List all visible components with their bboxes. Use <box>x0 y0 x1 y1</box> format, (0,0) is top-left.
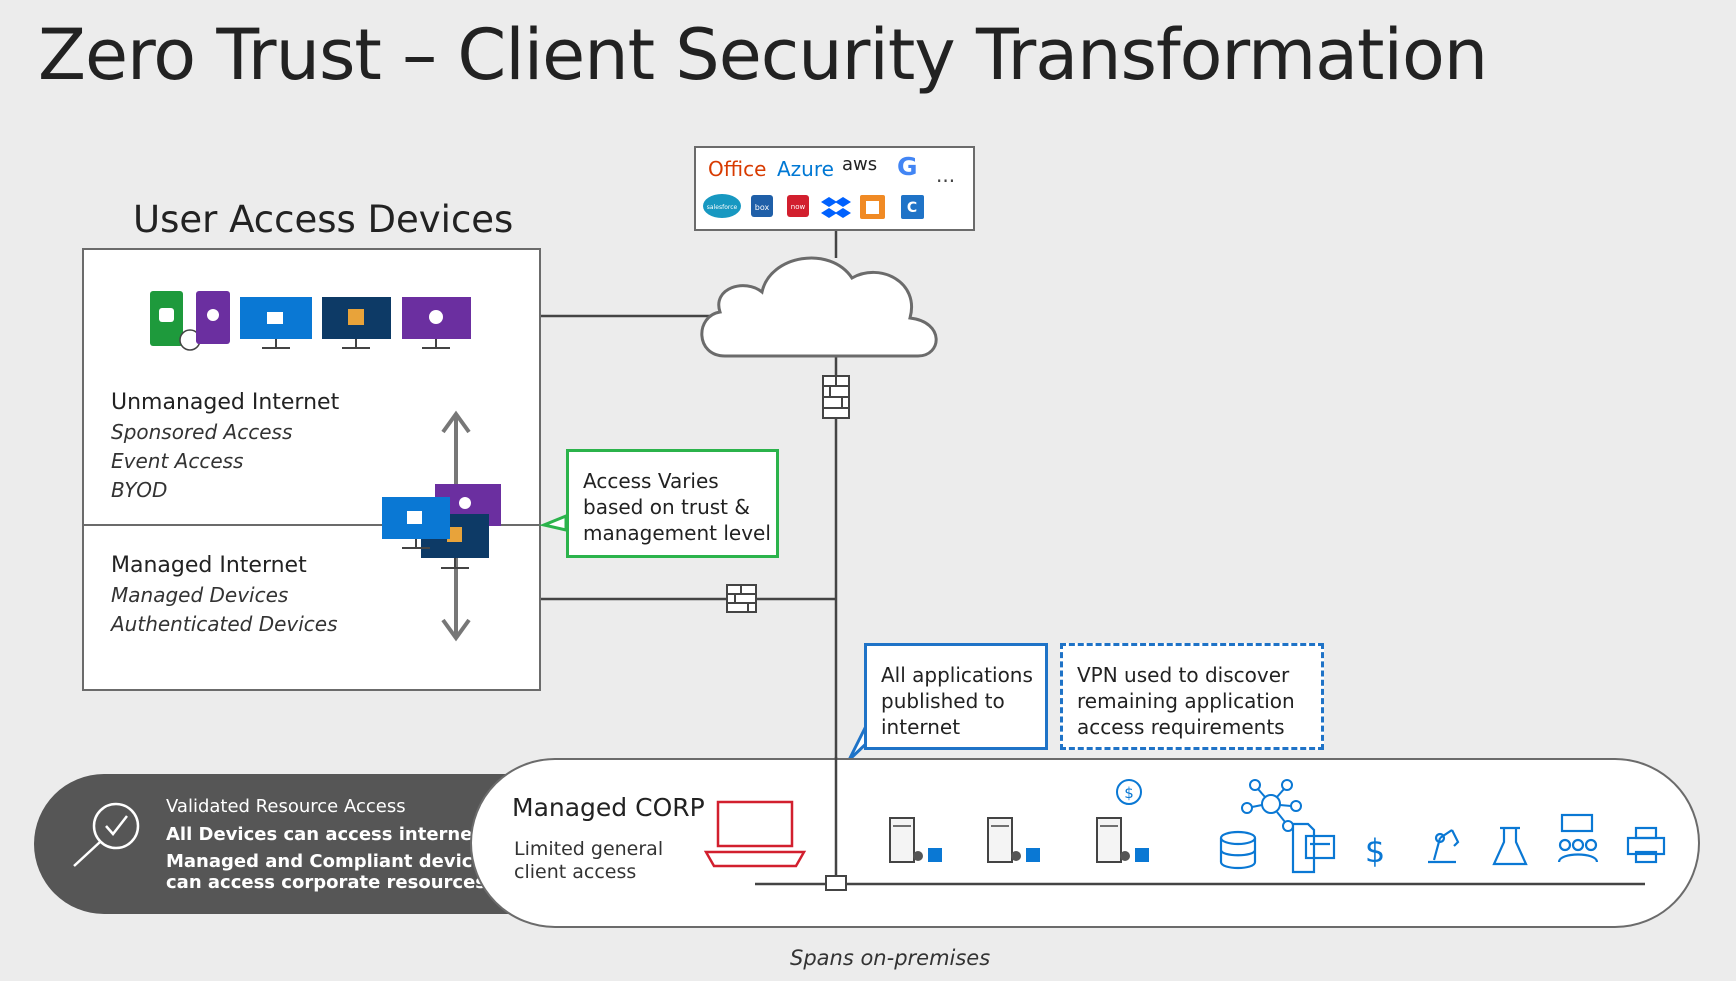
server-icon <box>1096 817 1149 863</box>
windows7-monitor-icon <box>322 297 391 349</box>
access-varies-callout: Access Varies based on trust & managemen… <box>566 449 779 558</box>
page-title: Zero Trust – Client Security Transformat… <box>38 14 1488 96</box>
server-icon <box>889 817 942 863</box>
switch-icon <box>825 875 847 891</box>
callout-line: VPN used to discover <box>1077 663 1290 687</box>
dropbox-icon <box>821 197 851 218</box>
footer-caption: Spans on-premises <box>790 946 991 970</box>
validated-line: All Devices can access internet <box>166 824 482 845</box>
package-icon <box>860 195 885 219</box>
corp-subtitle: client access <box>514 861 637 883</box>
concur-icon: C <box>901 195 924 219</box>
unmanaged-heading: Unmanaged Internet <box>111 390 340 415</box>
servicenow-icon: now <box>787 195 809 217</box>
callout-line: based on trust & <box>583 495 750 519</box>
android-phone-icon <box>150 291 201 351</box>
validated-line: Managed and Compliant devices <box>166 851 496 872</box>
managed-item: Authenticated Devices <box>111 612 338 636</box>
callout-line: internet <box>881 715 961 739</box>
svg-text:$: $ <box>1124 784 1134 802</box>
google-logo: G <box>897 152 918 181</box>
panel-divider <box>82 524 541 526</box>
vpn-callout: VPN used to discover remaining applicati… <box>1060 643 1324 750</box>
servicenow-label: now <box>791 203 806 211</box>
callout-line: access requirements <box>1077 715 1285 739</box>
validated-title: Validated Resource Access <box>166 796 406 817</box>
salesforce-icon: salesforce <box>703 194 741 218</box>
stacked-devices-icon <box>382 484 501 569</box>
firewall-icon <box>726 584 757 613</box>
callout-line: All applications <box>881 663 1033 687</box>
mac-monitor-icon <box>402 297 471 349</box>
people-presentation-icon <box>1557 813 1599 863</box>
aws-logo: aws <box>842 154 878 175</box>
managed-heading: Managed Internet <box>111 553 307 578</box>
box-label: box <box>755 203 770 212</box>
managed-corp-panel <box>470 758 1700 928</box>
callout-line: management level <box>583 521 771 545</box>
callout-line: Access Varies <box>583 469 719 493</box>
laptop-icon <box>703 800 807 868</box>
firewall-icon <box>822 375 850 419</box>
user-access-devices-title: User Access Devices <box>133 198 514 241</box>
unmanaged-item: Sponsored Access <box>111 420 293 444</box>
robot-arm-icon <box>1428 829 1460 864</box>
windows-monitor-icon <box>240 297 312 349</box>
corp-title: Managed CORP <box>512 793 705 822</box>
saas-apps-panel <box>694 146 975 231</box>
finance-icon: $ <box>1365 832 1385 870</box>
cloud-icon <box>700 256 938 358</box>
validated-line: can access corporate resources <box>166 872 487 893</box>
server-icon <box>987 817 1040 863</box>
callout-line: published to <box>881 689 1005 713</box>
salesforce-label: salesforce <box>707 204 738 211</box>
apple-phone-icon <box>196 291 230 344</box>
network-hub-icon <box>1241 779 1302 832</box>
unmanaged-item: Event Access <box>111 449 244 473</box>
managed-item: Managed Devices <box>111 583 289 607</box>
svg-text:C: C <box>907 200 917 216</box>
office-logo: Office <box>708 157 767 181</box>
database-icon <box>1219 830 1257 870</box>
lab-flask-icon <box>1492 826 1528 866</box>
azure-logo: Azure <box>777 157 834 181</box>
unmanaged-item: BYOD <box>111 478 168 502</box>
dollar-sync-icon: $ <box>1116 779 1142 805</box>
published-callout: All applications published to internet <box>864 643 1048 750</box>
printer-icon <box>1626 826 1666 864</box>
callout-line: remaining application <box>1077 689 1295 713</box>
box-icon: box <box>751 195 773 217</box>
folder-file-icon <box>1291 822 1336 874</box>
corp-subtitle: Limited general <box>514 838 664 860</box>
